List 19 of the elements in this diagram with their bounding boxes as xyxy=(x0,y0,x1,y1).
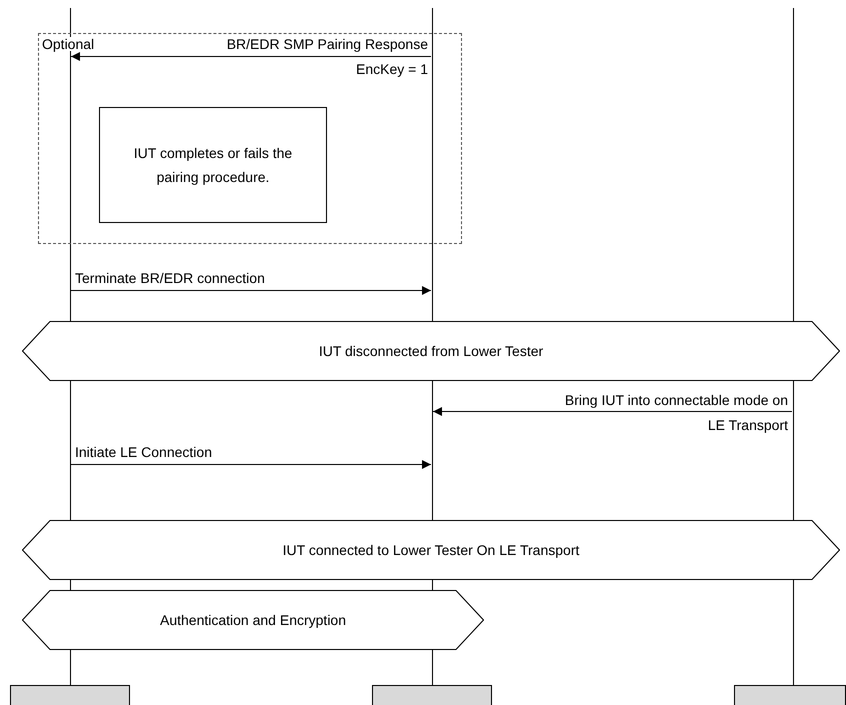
hexagon-band xyxy=(22,590,484,650)
edge-label: BR/EDR SMP Pairing Response xyxy=(226,37,428,51)
edge-label: Terminate BR/EDR connection xyxy=(75,271,265,285)
edge-label: Bring IUT into connectable mode on LE Transport xyxy=(564,391,788,435)
message-arrow xyxy=(70,52,432,61)
band-text: IUT disconnected from Lower Tester xyxy=(318,342,544,360)
hexagon-band xyxy=(22,520,840,580)
frame-label: Optional xyxy=(42,37,94,51)
message-arrow xyxy=(70,460,432,469)
message-arrow xyxy=(432,407,792,416)
hexagon-band xyxy=(22,321,840,381)
message-parameter: EncKey = 1 xyxy=(356,62,428,76)
message-arrow xyxy=(70,286,432,295)
band-text: Authentication and Encryption xyxy=(160,610,346,630)
box-text: IUT completes or fails the pairing procedure. xyxy=(132,144,294,187)
band-text: IUT connected to Lower Tester On LE Transport xyxy=(282,540,580,560)
process-box xyxy=(99,107,327,223)
optional-frame xyxy=(38,33,462,244)
edge-label: Initiate LE Connection xyxy=(75,445,212,459)
